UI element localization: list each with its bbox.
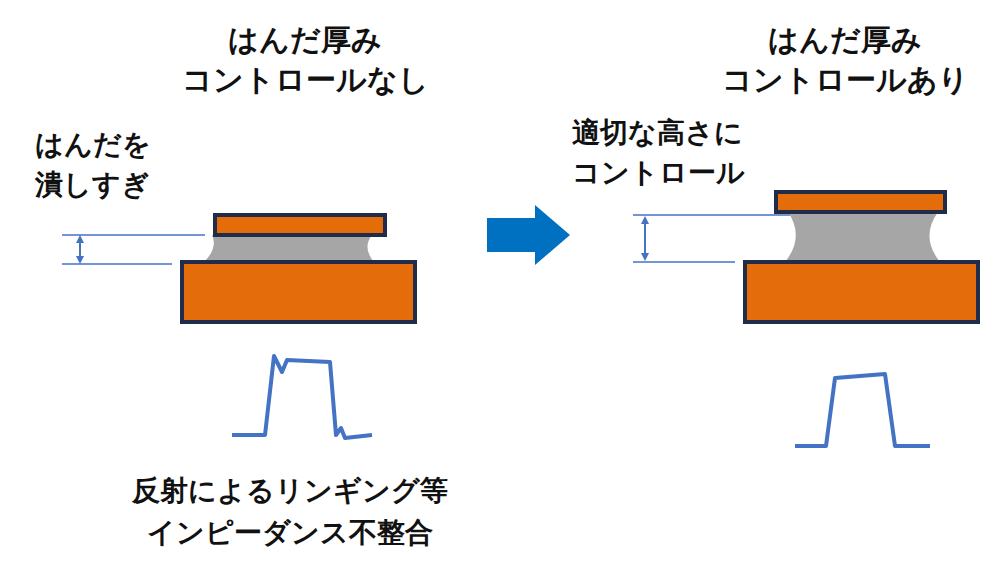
callout-note: 適切な高さに コントロール — [572, 113, 745, 193]
ringing-waveform — [232, 356, 372, 438]
section-heading: はんだ厚み コントロールなし — [182, 20, 429, 100]
component-plate — [215, 215, 385, 235]
dimension-line — [62, 263, 172, 265]
dimension-line — [62, 234, 205, 236]
dimension-line — [633, 214, 790, 216]
effect-note: 反射によるリンギング等 インピーダンス不整合 — [132, 470, 448, 554]
board-pad — [182, 262, 415, 322]
callout-note: はんだを 潰しすぎ — [35, 125, 151, 205]
board-pad — [745, 262, 978, 322]
clean-waveform — [795, 374, 930, 446]
squeezed-joint — [62, 215, 415, 438]
dimension-arrow — [644, 220, 646, 257]
component-plate — [776, 192, 945, 212]
transition-arrow — [487, 205, 570, 265]
controlled-joint — [633, 192, 978, 446]
dimension-arrow — [79, 239, 81, 260]
section-heading: はんだ厚み コントロールあり — [722, 20, 969, 100]
solder-fillet — [785, 212, 940, 262]
dimension-line — [633, 261, 735, 263]
solder-fillet — [204, 235, 374, 262]
